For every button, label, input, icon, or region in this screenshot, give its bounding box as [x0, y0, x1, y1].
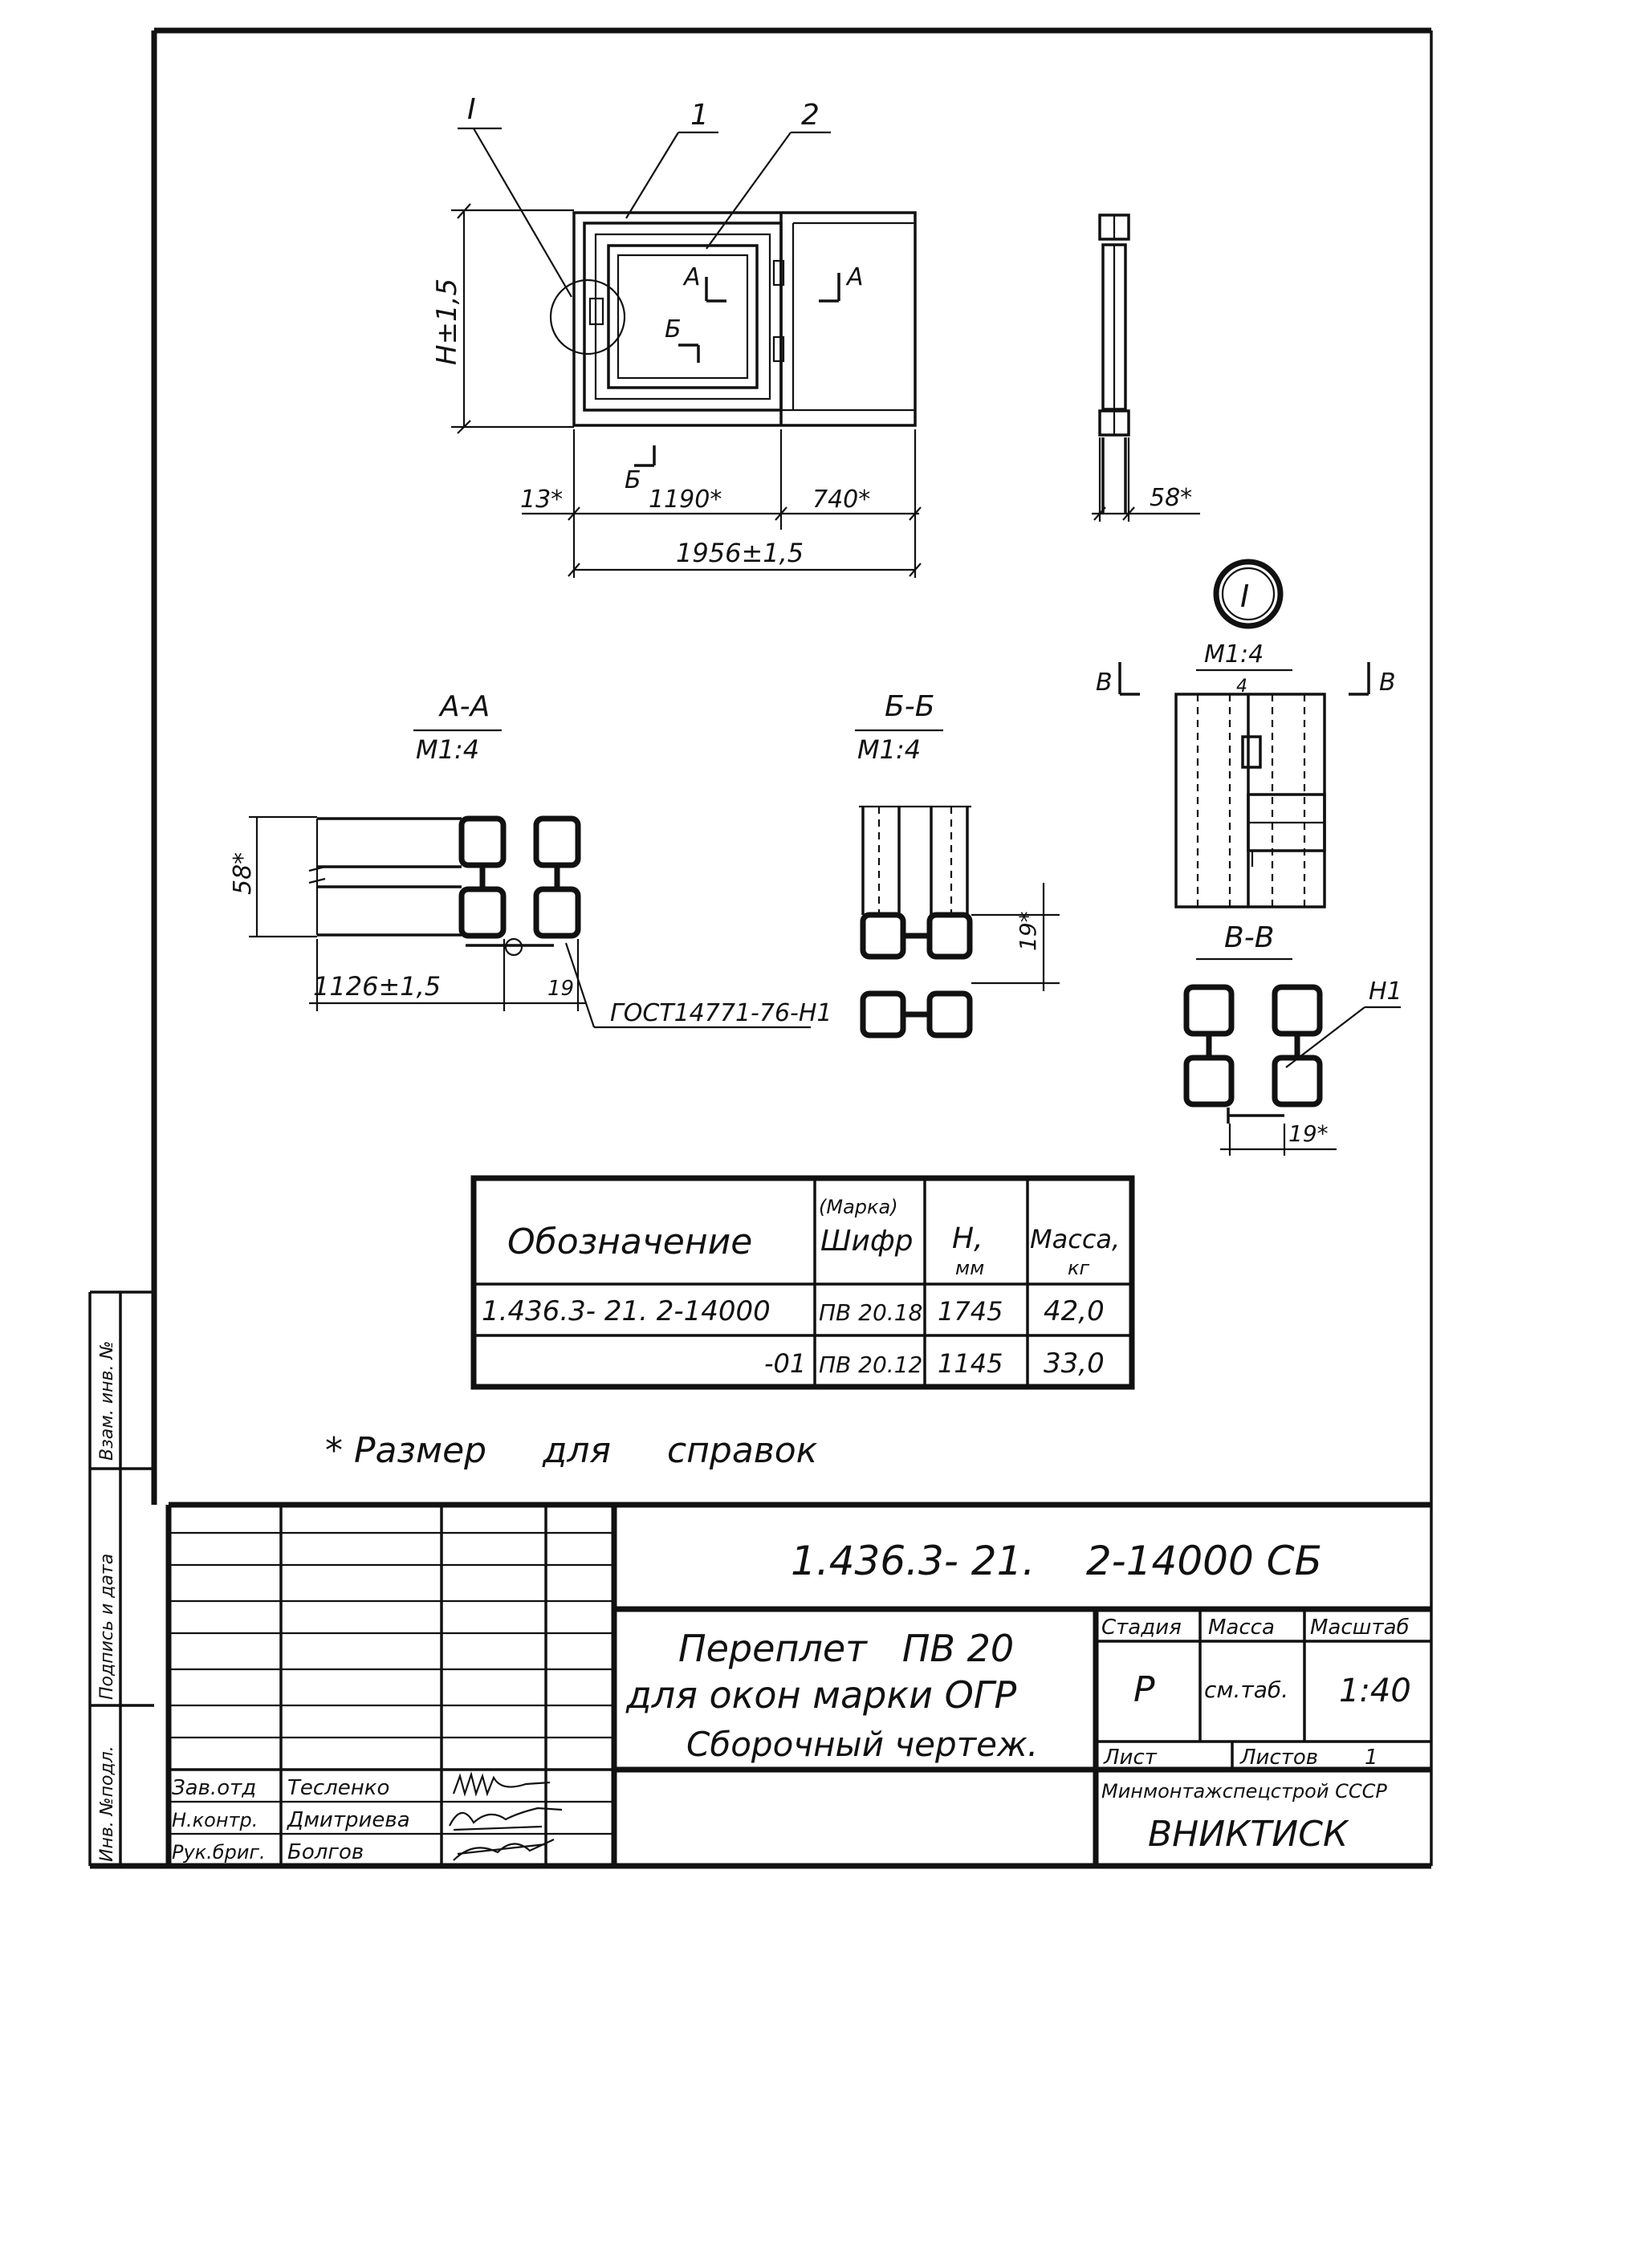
section-AA: А-А М1:4 58* 1126±1,5 19 ГОСТ14771-76-Н1	[229, 690, 832, 1029]
side-thickness-dim: 58*	[1150, 484, 1192, 512]
signature-1	[452, 1771, 551, 1797]
section-mark-a-right: А	[845, 263, 864, 291]
sheets-label: Листов	[1239, 1746, 1318, 1770]
detail-cut-mark-left: В	[1096, 669, 1113, 697]
stage-label: Стадия	[1101, 1616, 1182, 1640]
title-block: 1.436.3- 21. 2-14000 СБ Переплет ПВ 20 д…	[165, 1502, 1431, 1866]
detail-I: I М1:4 В В 4	[1096, 559, 1396, 908]
table-row-1-mark: ПВ 20.18	[819, 1299, 922, 1326]
role-2: Н.контр.	[172, 1809, 258, 1831]
dim-width-a: 1190*	[649, 486, 722, 514]
height-dim-label: H±1,5	[431, 278, 463, 365]
section-aa-scale: М1:4	[416, 734, 479, 765]
table-header-mass-top: Масса,	[1030, 1224, 1120, 1254]
signature-3	[453, 1839, 555, 1861]
dim-left-offset: 13*	[520, 486, 563, 514]
section-aa-weld-ref: ГОСТ14771-76-Н1	[610, 999, 832, 1027]
callout-label-I: I	[467, 93, 476, 126]
spec-table: Обозначение (Марка) Шифр Н, мм Масса, кг…	[470, 1175, 1135, 1390]
detail-cut-gap: 4	[1236, 677, 1247, 697]
title-line-1: Переплет ПВ 20	[678, 1627, 1014, 1670]
organization-name: ВНИКТИСК	[1148, 1814, 1349, 1855]
section-vv-weld-label: Н1	[1369, 978, 1402, 1006]
section-mark-b-top: Б	[665, 315, 682, 343]
stage-value: Р	[1133, 1669, 1155, 1710]
section-bb-title: Б-Б	[885, 690, 934, 723]
stamp-inv-label: Инв. №подл.	[97, 1746, 117, 1862]
sheets-value: 1	[1365, 1746, 1378, 1770]
signature-2	[449, 1807, 563, 1831]
table-row-2-h: 1145	[938, 1348, 1003, 1379]
sheet-label: Лист	[1103, 1746, 1158, 1770]
name-3: Болгов	[287, 1840, 364, 1864]
sheet-frame	[90, 27, 1433, 1869]
section-aa-title: А-А	[438, 690, 490, 723]
reference-note: * Размер для справок	[325, 1430, 818, 1471]
table-header-mark-top: (Марка)	[819, 1196, 898, 1218]
scale-value: 1:40	[1339, 1673, 1411, 1709]
section-bb-scale: М1:4	[857, 734, 921, 765]
stamp-replace-label: Взам. инв. №	[97, 1341, 117, 1461]
side-stamp: Инв. №подл. Подпись и дата Взам. инв. №	[88, 1290, 154, 1866]
table-row-2-mark: ПВ 20.12	[819, 1351, 922, 1378]
section-BB: Б-Б М1:4 19*	[855, 690, 1060, 1038]
table-row-1-h: 1745	[938, 1296, 1003, 1327]
title-line-3: Сборочный чертеж.	[686, 1725, 1038, 1764]
table-header-designation: Обозначение	[507, 1221, 752, 1262]
table-row-1-mass: 42,0	[1044, 1295, 1105, 1327]
role-1: Зав.отд	[172, 1776, 256, 1800]
section-aa-height-dim: 58*	[229, 852, 257, 895]
title-line-2: для окон марки ОГР	[625, 1673, 1016, 1717]
section-aa-gap-dim: 19	[547, 977, 574, 1001]
role-3: Рук.бриг.	[172, 1841, 266, 1864]
dim-total-width: 1956±1,5	[676, 538, 804, 568]
section-vv-title: В-В	[1224, 921, 1274, 954]
dim-width-b: 740*	[812, 486, 870, 514]
mass-value: см.таб.	[1204, 1677, 1288, 1703]
side-view: 58*	[1092, 213, 1200, 522]
name-2: Дмитриева	[287, 1808, 410, 1832]
section-bb-dim: 19*	[1015, 911, 1041, 951]
section-vv-dim: 19*	[1288, 1120, 1329, 1147]
detail-scale: М1:4	[1204, 640, 1264, 669]
callout-label-2: 2	[801, 99, 820, 132]
ministry-name: Минмонтажспецстрой СССР	[1101, 1780, 1387, 1803]
table-header-mass-bottom: кг	[1068, 1257, 1089, 1279]
table-row-2-designation: -01	[764, 1348, 806, 1379]
callout-label-1: 1	[690, 99, 709, 132]
detail-cut-mark-right: В	[1379, 669, 1396, 697]
section-mark-a-left: А	[682, 263, 701, 291]
stamp-sign-label: Подпись и дата	[97, 1554, 117, 1700]
section-mark-b-bottom: Б	[625, 466, 641, 494]
table-row-1-designation: 1.436.3- 21. 2-14000	[482, 1295, 771, 1327]
section-VV: В-В Н1 19*	[1183, 921, 1402, 1156]
scale-label: Масштаб	[1310, 1616, 1410, 1640]
table-header-mark-bottom: Шифр	[820, 1225, 914, 1258]
mass-label: Масса	[1208, 1616, 1275, 1640]
table-row-2-mass: 33,0	[1044, 1347, 1105, 1380]
section-aa-length-dim: 1126±1,5	[313, 971, 441, 1002]
table-header-h-top: Н,	[952, 1222, 983, 1255]
detail-id: I	[1240, 579, 1249, 614]
plan-view: I 1 2 А А Б Б H±1,5 13* 1190* 740*	[431, 93, 922, 578]
table-header-h-bottom: мм	[955, 1257, 984, 1279]
doc-code: 1.436.3- 21. 2-14000 СБ	[791, 1538, 1322, 1584]
name-1: Тесленко	[287, 1776, 389, 1800]
